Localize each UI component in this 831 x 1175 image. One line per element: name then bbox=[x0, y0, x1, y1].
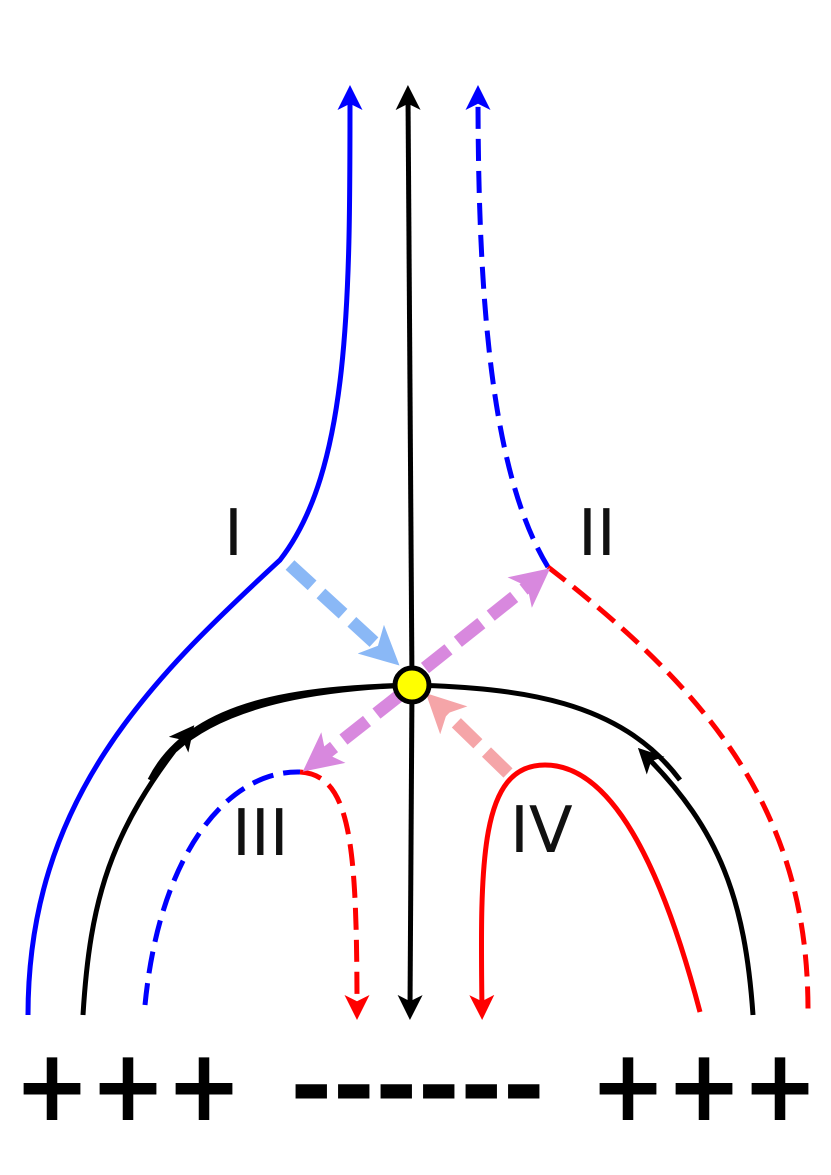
charge-right: +++ bbox=[590, 1027, 818, 1144]
region-label-iv: IV bbox=[510, 794, 573, 868]
loop-iii-red bbox=[299, 769, 370, 1020]
inflow-arrow-iv bbox=[425, 693, 513, 778]
right-reconnected-line-upper bbox=[465, 85, 551, 569]
loop-iv-red bbox=[469, 762, 703, 1020]
right-reconnected-line-lower bbox=[546, 565, 811, 1011]
inflow-arrow-i bbox=[285, 560, 400, 666]
region-label-i: I bbox=[224, 497, 243, 571]
charge-left: +++ bbox=[14, 1027, 242, 1144]
closed-separatrix-arc-left-foot bbox=[80, 725, 195, 1016]
central-field-line-down bbox=[397, 684, 423, 1020]
closed-separatrix-arc-right-foot bbox=[637, 747, 756, 1016]
loop-iii-blue bbox=[142, 769, 301, 1006]
region-label-ii: II bbox=[578, 497, 616, 571]
outflow-arrow-iii bbox=[302, 689, 405, 772]
left-open-field-line bbox=[25, 85, 363, 1016]
region-label-iii: III bbox=[232, 797, 289, 871]
outflow-arrow-ii bbox=[420, 568, 551, 674]
central-field-line-up bbox=[395, 85, 421, 686]
closed-separatrix-arc-left-join bbox=[173, 682, 413, 752]
null-point bbox=[392, 665, 432, 705]
charge-middle: ------ bbox=[290, 1027, 545, 1144]
